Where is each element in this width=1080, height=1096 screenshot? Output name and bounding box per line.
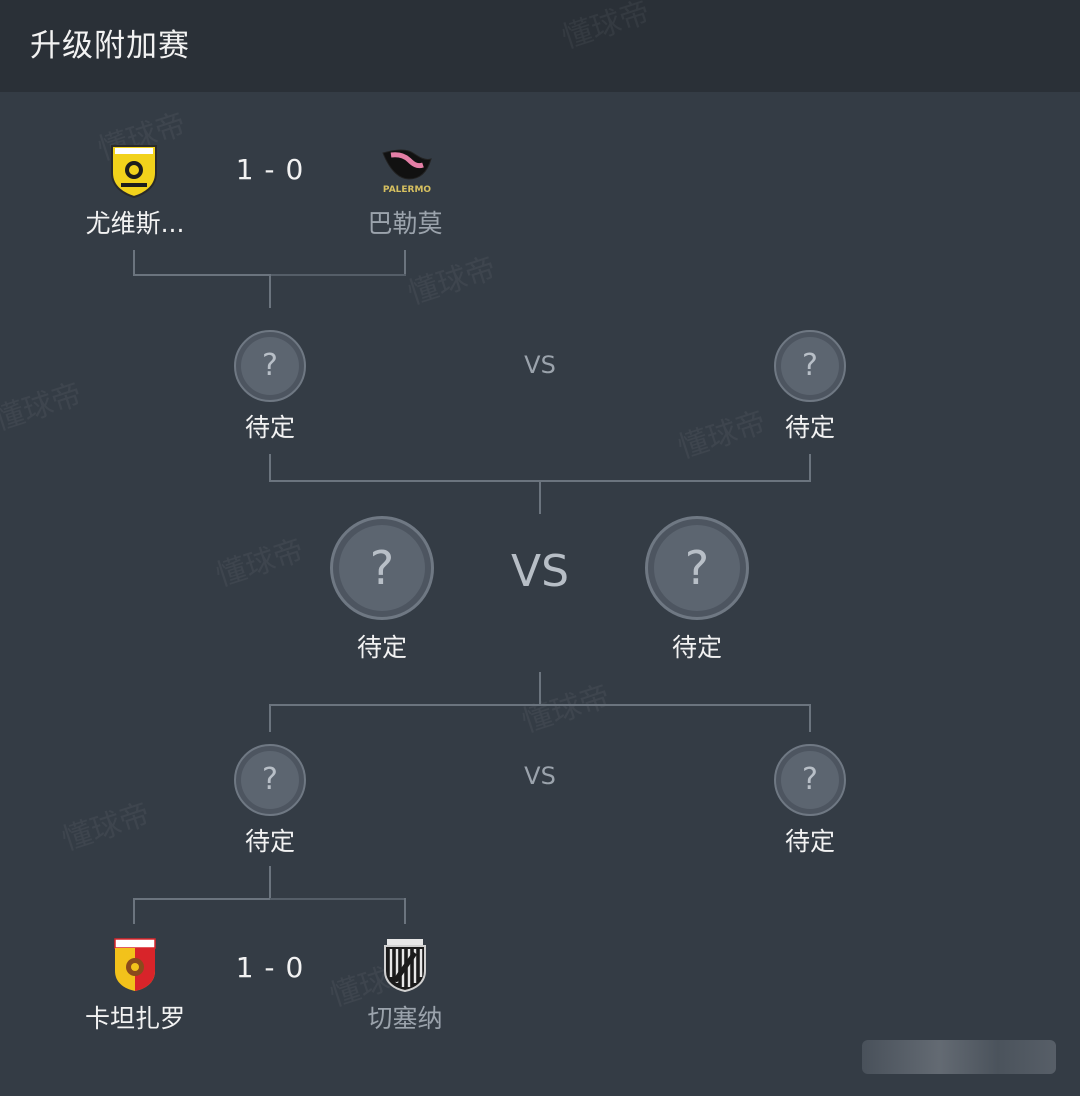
final-left-slot[interactable]: ?: [330, 516, 434, 620]
team-name-cesena[interactable]: 切塞纳: [367, 1004, 443, 1033]
connector-line: [133, 898, 270, 900]
connector-line: [133, 898, 135, 924]
watermark: 懂球帝: [211, 532, 309, 594]
final-left-label: 待定: [356, 633, 407, 662]
final-right-label: 待定: [671, 633, 722, 662]
team-name-catanzaro[interactable]: 卡坦扎罗: [84, 1004, 185, 1033]
question-icon: ?: [781, 751, 839, 809]
catanzaro-crest-icon[interactable]: [111, 937, 161, 993]
page-title: 升级附加赛: [30, 28, 190, 64]
connector-line: [270, 274, 406, 276]
semi-top-right-label: 待定: [784, 413, 835, 442]
watermark: 懂球帝: [57, 796, 155, 858]
connector-line: [809, 454, 811, 482]
bottom-match-score[interactable]: 1 - 0: [235, 951, 305, 984]
semi-bottom-left-slot[interactable]: ?: [234, 744, 306, 816]
team-name-palermo[interactable]: 巴勒莫: [367, 209, 443, 238]
watermark: 懂球帝: [517, 678, 615, 740]
blurred-watermark: [862, 1040, 1056, 1074]
app-header: 升级附加赛: [0, 0, 1080, 92]
semi-bottom-right-slot[interactable]: ?: [774, 744, 846, 816]
connector-line: [269, 704, 271, 732]
question-icon: ?: [781, 337, 839, 395]
team-name-juve-stabia[interactable]: 尤维斯...: [85, 209, 185, 238]
question-icon: ?: [339, 525, 425, 611]
semi-top-left-slot[interactable]: ?: [234, 330, 306, 402]
connector-line: [269, 866, 271, 900]
watermark: 懂球帝: [0, 376, 87, 438]
semi-top-vs: VS: [524, 351, 556, 379]
connector-line: [809, 704, 811, 732]
semi-top-left-label: 待定: [244, 413, 295, 442]
connector-line: [269, 274, 271, 308]
juve-stabia-crest-icon[interactable]: [109, 143, 159, 199]
semi-bottom-vs: VS: [524, 762, 556, 790]
question-icon: ?: [654, 525, 740, 611]
semi-bottom-right-label: 待定: [784, 827, 835, 856]
connector-line: [404, 250, 406, 276]
connector-line: [539, 480, 541, 514]
watermark: 懂球帝: [403, 250, 501, 312]
semi-bottom-left-label: 待定: [244, 827, 295, 856]
final-right-slot[interactable]: ?: [645, 516, 749, 620]
connector-line: [270, 898, 406, 900]
connector-line: [269, 454, 271, 482]
connector-line: [539, 672, 541, 706]
question-icon: ?: [241, 751, 299, 809]
palermo-crest-icon[interactable]: PALERMO: [379, 143, 432, 199]
connector-line: [133, 274, 270, 276]
final-vs: VS: [510, 546, 570, 597]
connector-line: [269, 704, 811, 706]
cesena-crest-icon[interactable]: [381, 937, 431, 993]
question-icon: ?: [241, 337, 299, 395]
connector-line: [404, 898, 406, 924]
connector-line: [133, 250, 135, 276]
top-match-score[interactable]: 1 - 0: [235, 153, 305, 186]
svg-text:PALERMO: PALERMO: [383, 185, 432, 195]
semi-top-right-slot[interactable]: ?: [774, 330, 846, 402]
